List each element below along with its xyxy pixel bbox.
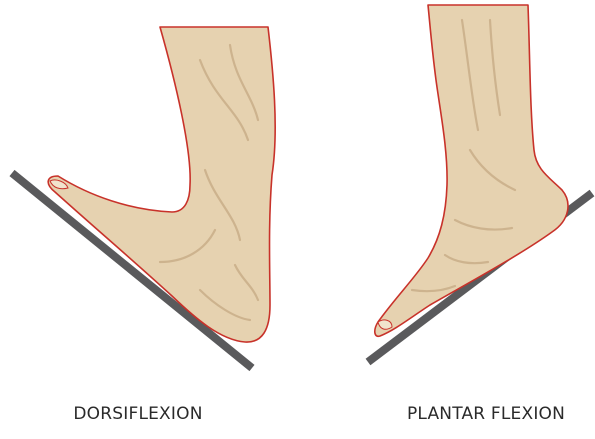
plantar-flexion-illustration <box>368 5 592 362</box>
plantar-flexion-label: PLANTAR FLEXION <box>407 404 565 424</box>
dorsiflexion-label: DORSIFLEXION <box>73 404 202 424</box>
dorsiflexion-illustration <box>12 27 275 368</box>
